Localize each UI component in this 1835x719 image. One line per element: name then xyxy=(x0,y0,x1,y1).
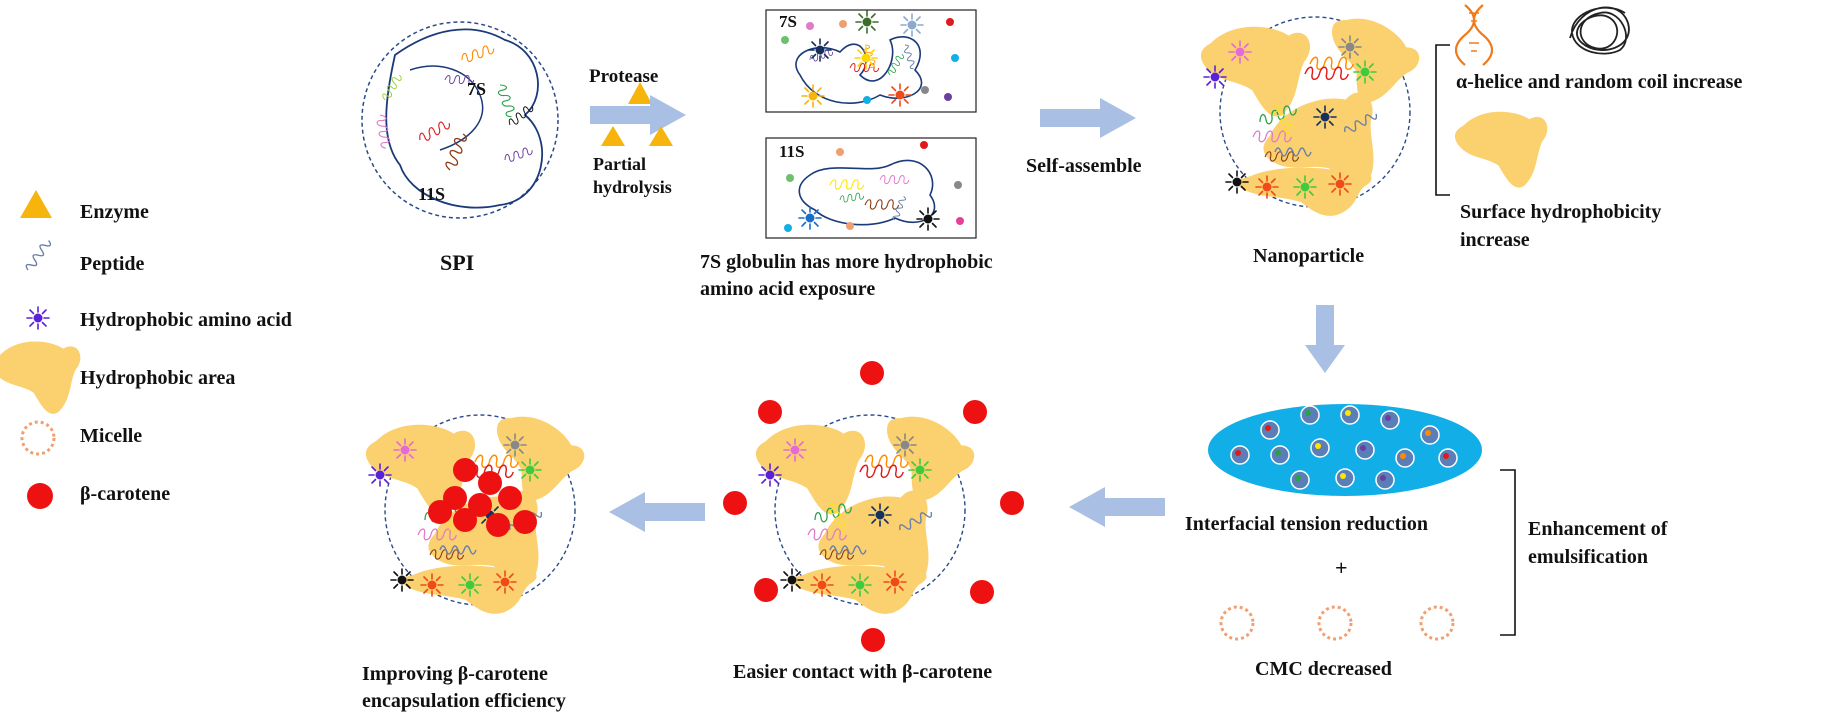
enhancement-label-line1: Enhancement of xyxy=(1528,518,1668,540)
emulsion-droplet-core xyxy=(1305,410,1311,416)
hydrophobic-area-icon xyxy=(1454,111,1548,188)
beta-carotene-dot xyxy=(443,486,467,510)
micelle-ring xyxy=(1317,605,1353,641)
beta-carotene-dot xyxy=(861,628,885,652)
self-assemble-label: Self-assemble xyxy=(1026,155,1142,177)
emulsion-droplet-core xyxy=(1345,410,1351,416)
beta-carotene-dot xyxy=(498,486,522,510)
beta-carotene-dot xyxy=(486,513,510,537)
contact-particle xyxy=(756,402,981,614)
effects-bracket xyxy=(1435,44,1450,196)
beta-carotene-dot xyxy=(428,500,452,524)
emulsion-droplet-core xyxy=(1265,425,1271,431)
beta-carotene-dot xyxy=(754,578,778,602)
cmc-label: CMC decreased xyxy=(1255,658,1392,680)
interfacial-tension-label: Interfacial tension reduction xyxy=(1185,513,1428,535)
emulsion-droplet-core xyxy=(1443,453,1449,459)
beta-carotene-dot xyxy=(970,580,994,604)
legend-enzyme-label: Enzyme xyxy=(80,201,149,223)
emulsion-droplet-core xyxy=(1235,450,1241,456)
legend-hydrophobic-amino-acid-label: Hydrophobic amino acid xyxy=(80,309,292,331)
spi-particle: 7S 11S xyxy=(361,21,559,219)
partial-hydrolysis-label-2: hydrolysis xyxy=(593,177,672,197)
spi-7s-label: 7S xyxy=(467,79,486,99)
legend: Enzyme Peptide Hydrophobic amino acid Hy… xyxy=(0,190,292,509)
improving-label-line1: Improving β-carotene xyxy=(362,663,548,685)
micelle-ring xyxy=(1219,605,1255,641)
spring-icon xyxy=(24,237,53,273)
beta-carotene-dot xyxy=(513,510,537,534)
emulsion-droplet-core xyxy=(1275,450,1281,456)
dna-icon xyxy=(1454,4,1494,66)
beta-carotene-dots xyxy=(723,361,1024,652)
ring-icon xyxy=(20,420,56,456)
burst-icon xyxy=(26,306,50,330)
plus-sign: + xyxy=(1335,555,1348,580)
nanoparticle-label: Nanoparticle xyxy=(1253,245,1364,267)
emulsion-droplet-core xyxy=(1295,475,1301,481)
box-11s-label: 11S xyxy=(779,142,805,161)
left-arrow xyxy=(609,492,705,532)
box-7s-label: 7S xyxy=(779,12,797,31)
emulsion-droplet-core xyxy=(1400,453,1406,459)
legend-micelle-label: Micelle xyxy=(80,425,142,447)
micelle-ring xyxy=(1419,605,1455,641)
hydrophobicity-label-line2: increase xyxy=(1460,229,1530,251)
beta-carotene-dot xyxy=(478,471,502,495)
beta-carotene-dot xyxy=(963,400,987,424)
protease-label: Protease xyxy=(589,66,658,87)
helix-coil-label: α-helice and random coil increase xyxy=(1456,71,1742,93)
beta-carotene-dot xyxy=(758,400,782,424)
enzyme-triangle-icon xyxy=(601,126,625,146)
emulsion-droplet-core xyxy=(1315,443,1321,449)
emulsion-droplet-core xyxy=(1425,430,1431,436)
enhancement-label-line2: emulsification xyxy=(1528,546,1648,568)
globulin-7s-box: 7S xyxy=(765,9,977,113)
left-arrow xyxy=(1069,487,1165,527)
enzyme-triangle-icon xyxy=(628,82,652,104)
emulsion-droplet-core xyxy=(1380,475,1386,481)
legend-peptide-label: Peptide xyxy=(80,253,145,275)
beta-carotene-dot xyxy=(453,508,477,532)
beta-carotene-dot xyxy=(1000,491,1024,515)
interface-ellipse xyxy=(1208,404,1482,496)
globulin-caption-line2: amino acid exposure xyxy=(700,278,875,300)
emulsion-droplet-core xyxy=(1385,415,1391,421)
spi-11s-label: 11S xyxy=(418,184,445,204)
partial-hydrolysis-label-1: Partial xyxy=(593,154,646,174)
improving-label-line2: encapsulation efficiency xyxy=(362,690,566,712)
emulsification-bracket xyxy=(1500,469,1516,636)
nanoparticle xyxy=(1201,4,1426,216)
easier-contact-label: Easier contact with β-carotene xyxy=(733,661,992,683)
beta-carotene-dot xyxy=(723,491,747,515)
triangle-icon xyxy=(20,190,52,218)
encapsulated-carotene xyxy=(428,458,537,537)
legend-beta-carotene-label: β-carotene xyxy=(80,483,170,505)
globulin-caption-line1: 7S globulin has more hydrophobic xyxy=(700,251,993,273)
emulsion-droplet-core xyxy=(1340,473,1346,479)
tangle-icon xyxy=(1569,6,1630,55)
down-arrow xyxy=(1305,305,1345,373)
blob-icon xyxy=(0,341,81,414)
hydrophobicity-label-line1: Surface hydrophobicity xyxy=(1460,201,1661,223)
globulin-11s-box: 11S xyxy=(765,137,977,239)
enzyme-triangle-icon xyxy=(649,126,673,146)
beta-carotene-dot xyxy=(860,361,884,385)
dot-icon xyxy=(27,483,53,509)
beta-carotene-dot xyxy=(468,493,492,517)
beta-carotene-dot xyxy=(453,458,477,482)
legend-hydrophobic-area-label: Hydrophobic area xyxy=(80,367,235,389)
spi-label: SPI xyxy=(440,250,474,275)
emulsion-droplet-core xyxy=(1360,445,1366,451)
self-assemble-arrow xyxy=(1040,98,1136,138)
